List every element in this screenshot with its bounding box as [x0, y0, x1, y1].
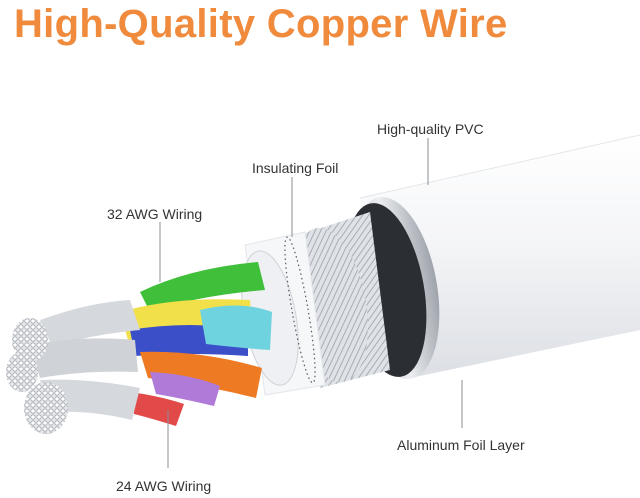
label-insulating-foil: Insulating Foil — [252, 160, 339, 176]
label-high-quality-pvc: High-quality PVC — [377, 121, 484, 137]
colored-wires — [120, 262, 272, 426]
leader-lines — [159, 138, 463, 468]
label-aluminum-foil-layer: Aluminum Foil Layer — [397, 437, 525, 453]
label-24-awg-wiring: 24 AWG Wiring — [116, 478, 212, 494]
copper-strands — [6, 300, 140, 434]
label-32-awg-wiring: 32 AWG Wiring — [107, 206, 203, 222]
page-title: High-Quality Copper Wire — [14, 2, 508, 46]
